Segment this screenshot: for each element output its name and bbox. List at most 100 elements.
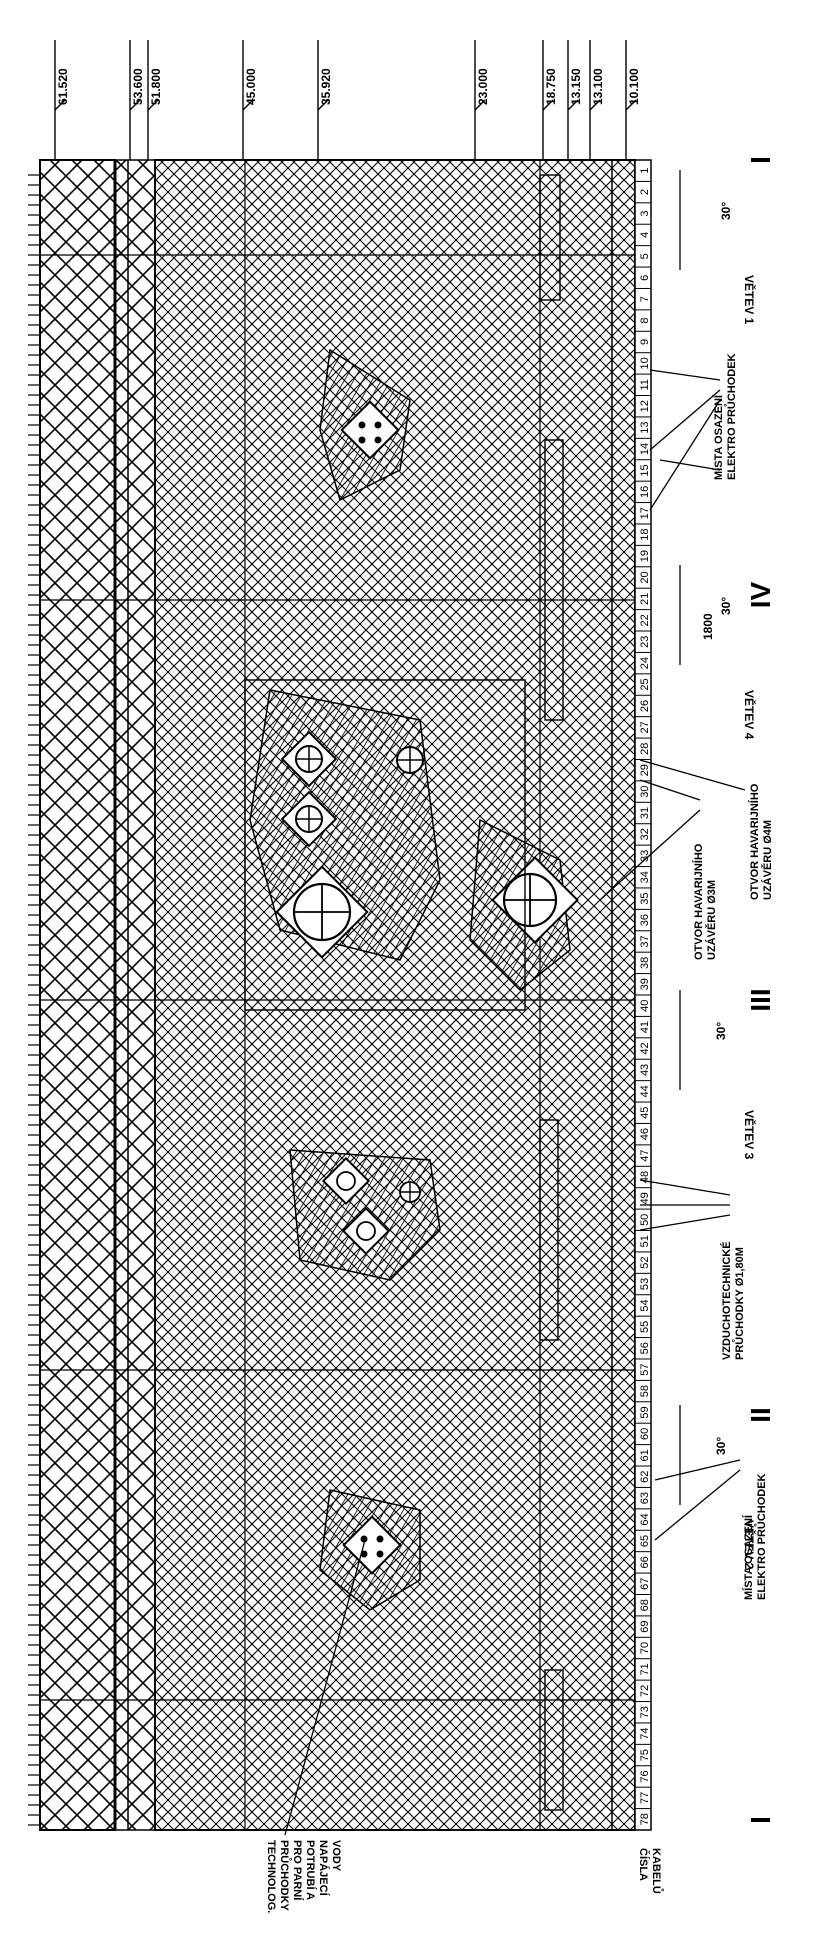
cable-number: 51 (639, 1235, 651, 1247)
elevation-label: 13.100 (591, 68, 605, 105)
cable-number: 29 (639, 764, 651, 776)
section-marker: II (745, 1407, 776, 1423)
label-technolog: TECHNOLOG. (265, 1840, 277, 1913)
cable-number: 77 (639, 1792, 651, 1804)
cable-number: 23 (639, 636, 651, 648)
vetev-label: VĚTEV 2 (742, 1520, 757, 1570)
dim-1800: 1800 (701, 613, 715, 640)
cable-number: 55 (639, 1321, 651, 1333)
cable-number: 32 (639, 828, 651, 840)
cable-number: 11 (639, 379, 651, 390)
label-mista-osazeni-bottom: MÍSTA OSAZENÍ (742, 1514, 755, 1600)
cable-number: 3 (639, 210, 651, 216)
cable-number: 72 (639, 1685, 651, 1697)
cable-number: 42 (639, 1042, 651, 1054)
section-marker: I (745, 1816, 776, 1824)
section-marker: IV (745, 581, 776, 608)
cable-number: 10 (639, 357, 651, 369)
cable-number: 8 (639, 318, 651, 324)
label-cisla-kabelu: KABELŮ (650, 1848, 664, 1894)
vetev-label: VĚTEV 4 (742, 690, 757, 740)
cable-number: 56 (639, 1342, 651, 1354)
angle-label: 30° (714, 1022, 728, 1040)
label-mista-osazeni-bottom: ELEKTRO PRŮCHODEK (754, 1473, 768, 1600)
label-otvor-3m: OTVOR HAVARIJNÍHO (692, 843, 705, 960)
cable-number: 20 (639, 571, 651, 583)
cable-number: 4 (639, 232, 651, 238)
elevation-label: 13.150 (569, 68, 583, 105)
cable-number: 5 (639, 253, 651, 259)
label-technolog: PRO PARNÍ (291, 1840, 304, 1901)
cable-number: 41 (639, 1021, 651, 1033)
cable-number: 28 (639, 743, 651, 755)
cable-number: 71 (639, 1663, 651, 1675)
elevation-label: 51.800 (149, 68, 163, 105)
cable-number: 76 (639, 1770, 651, 1782)
cable-number: 40 (639, 1000, 651, 1012)
elevation-label: 18.750 (544, 68, 558, 105)
cable-number: 2 (639, 189, 651, 195)
cable-number: 49 (639, 1192, 651, 1204)
cable-number: 14 (639, 443, 651, 455)
cable-number: 24 (639, 657, 651, 669)
cable-number: 34 (639, 871, 651, 883)
section-marker: III (745, 988, 776, 1011)
penetration-vzducho (289, 1149, 441, 1281)
label-otvor-3m: UZÁVĚRU Ø3M (705, 880, 718, 960)
cable-number: 17 (639, 507, 651, 519)
cable-number: 43 (639, 1064, 651, 1076)
cable-number: 13 (639, 422, 651, 434)
cable-number: 64 (639, 1513, 651, 1525)
cable-number: 44 (639, 1085, 651, 1097)
elevation-label: 45.000 (244, 68, 258, 105)
label-mista-osazeni-top: MÍSTA OSAZENÍ (712, 394, 725, 480)
penetration-technolog-bottom (319, 1489, 421, 1611)
label-mista-osazeni-top: ELEKTRO PRŮCHODEK (724, 353, 738, 480)
cable-number: 75 (639, 1749, 651, 1761)
cable-number: 22 (639, 614, 651, 626)
cable-number: 63 (639, 1492, 651, 1504)
label-otvor-4m: UZÁVĚRU Ø4M (761, 820, 774, 900)
angle-label: 30° (719, 597, 733, 615)
cable-number: 68 (639, 1599, 651, 1611)
label-technolog: POTRUBÍ A (304, 1840, 317, 1900)
cable-number: 16 (639, 486, 651, 498)
label-vzduchotechnicke: VZDUCHOTECHNICKÉ (720, 1241, 733, 1360)
label-technolog: NAPÁJECÍ (317, 1840, 330, 1897)
cable-number: 25 (639, 678, 651, 690)
leader-lines (284, 369, 746, 1836)
cable-number: 59 (639, 1406, 651, 1418)
vetev-label: VĚTEV 3 (742, 1110, 757, 1160)
angle-label: 30° (714, 1437, 728, 1455)
elevation-label: 53.600 (131, 68, 145, 105)
cable-number: 60 (639, 1428, 651, 1440)
cable-number: 21 (639, 593, 651, 605)
label-vzduchotechnicke: PRŮCHODKY Ø1,80M (732, 1247, 746, 1360)
cable-number: 30 (639, 785, 651, 797)
cable-number: 26 (639, 700, 651, 712)
cable-number: 67 (639, 1578, 651, 1590)
label-technolog: PRŮCHODKY (278, 1840, 292, 1912)
cable-number: 74 (639, 1728, 651, 1740)
cable-number: 66 (639, 1556, 651, 1568)
penetration-technolog-top (319, 348, 411, 502)
elevation-label: 10.100 (627, 68, 641, 105)
cable-number: 33 (639, 850, 651, 862)
cable-number: 15 (639, 464, 651, 476)
cable-number: 65 (639, 1535, 651, 1547)
cable-number: 47 (639, 1149, 651, 1161)
cable-number: 45 (639, 1107, 651, 1119)
cable-number: 36 (639, 914, 651, 926)
cable-number: 69 (639, 1620, 651, 1632)
cable-number-strip: 7877767574737271706968676665646362616059… (634, 159, 652, 1831)
cable-number: 7 (639, 296, 651, 302)
cable-number: 73 (639, 1706, 651, 1718)
cable-number: 18 (639, 529, 651, 541)
cable-number: 9 (639, 339, 651, 345)
cable-number: 50 (639, 1214, 651, 1226)
label-cisla-kabelu: ČÍSLA (637, 1848, 650, 1881)
elevation-label: 35.920 (319, 68, 333, 105)
